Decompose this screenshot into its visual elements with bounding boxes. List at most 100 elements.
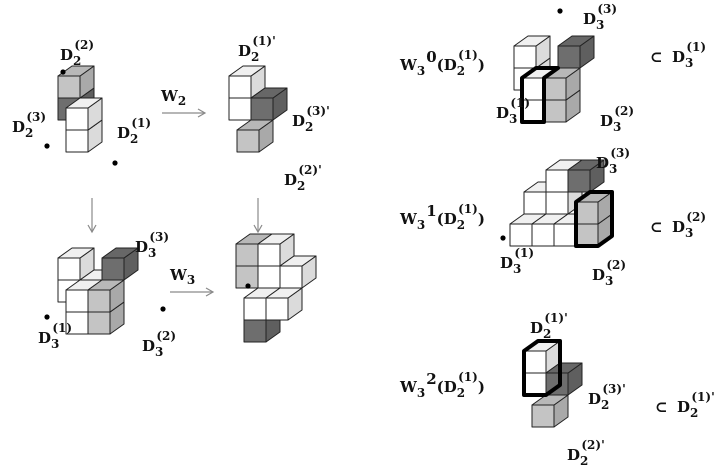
cube (575, 191, 613, 225)
cube-front-face (101, 257, 125, 281)
subset-symbol: ⊂ (650, 218, 663, 236)
cube-front-face (65, 107, 89, 131)
corner-dot (44, 314, 50, 320)
cube-top-face (87, 279, 125, 291)
label-r2_D31: D3(1) (500, 246, 534, 276)
label-tl_D23: D2(3) (12, 110, 46, 140)
subset-symbol: ⊂ (655, 398, 668, 416)
corner-dots (44, 8, 563, 320)
cube (265, 287, 303, 321)
cube-front-face (513, 45, 537, 69)
cube-front-face (228, 75, 252, 99)
cube-top-face (531, 394, 569, 406)
relation-1: W30(D2(1))⊂D3(1) (399, 40, 706, 78)
cube (250, 87, 288, 121)
cube-top-face (250, 87, 288, 99)
subset-symbol: ⊂ (650, 48, 663, 66)
cube (65, 97, 103, 131)
map-label-w2: W2 (160, 87, 186, 108)
cube-figures (57, 35, 613, 428)
cube (57, 65, 95, 99)
cube-front-face (531, 223, 555, 247)
inclusion-relations: W30(D2(1))⊂D3(1)W31(D2(1))⊂D3(2)W32(D2(1… (399, 40, 715, 420)
label-r2_D32: D3(2) (592, 258, 626, 288)
cube (279, 255, 317, 289)
relation-rhs: D2(1)' (677, 390, 715, 420)
cube-top-face (101, 247, 139, 259)
cube-front-face (531, 404, 555, 428)
cube-front-face (575, 201, 599, 225)
cube (101, 247, 139, 281)
cube-front-face (87, 311, 111, 335)
relation-3: W32(D2(1))⊂D2(1)' (399, 370, 715, 420)
corner-dot (112, 160, 118, 166)
cube-top-face (236, 119, 274, 131)
cube (545, 362, 583, 396)
cube (531, 394, 569, 428)
figure-bottom-left (57, 247, 139, 335)
label-r1_D32: D3(2) (600, 104, 634, 134)
cube-front-face (57, 257, 81, 281)
label-r1_D31: D3(1) (496, 96, 530, 126)
label-r1_D33: D3(3) (583, 2, 617, 32)
cube (87, 279, 125, 313)
cube-front-face (575, 223, 599, 247)
cube-top-face (513, 35, 551, 47)
figure-right-3 (523, 340, 583, 428)
cube-top-face (557, 35, 595, 47)
cube-front-face (243, 319, 267, 343)
relation-rhs: D3(2) (672, 210, 706, 240)
cube-front-face (265, 297, 289, 321)
highlight-outlines (520, 66, 614, 397)
cube-front-face (545, 169, 569, 193)
cube-front-face (236, 129, 260, 153)
cube-front-face (65, 289, 89, 313)
corner-dot (500, 235, 506, 241)
cube-front-face (235, 243, 259, 267)
label-bl_D32: D3(2) (142, 329, 176, 359)
corner-dot (44, 143, 50, 149)
relation-rhs: D3(1) (672, 40, 706, 70)
highlight-box-1 (520, 66, 560, 124)
label-tm_D21p: D2(1)' (238, 34, 276, 64)
cube-front-face (228, 97, 252, 121)
cube-front-face (279, 265, 303, 289)
figure-bottom-middle (235, 233, 317, 343)
label-bl_D33: D3(3) (135, 230, 169, 260)
cube (57, 247, 95, 281)
cube-front-face (509, 223, 533, 247)
label-r3_D23p: D2(3)' (588, 382, 626, 412)
label-r3_D21p: D2(1)' (530, 311, 568, 341)
cube-front-face (523, 372, 547, 396)
cube-top-face (279, 255, 317, 267)
cube-top-face (65, 97, 103, 109)
cube (513, 35, 551, 69)
label-tm_D23p: D2(3)' (292, 104, 330, 134)
cube-top-face (57, 247, 95, 259)
cube-front-face (545, 191, 569, 215)
region-labels: D2(2)D2(3)D2(1)D2(1)'D2(3)'D2(2)'D3(3)D3… (12, 2, 634, 468)
cube-front-face (523, 350, 547, 374)
figure-top-left (57, 65, 103, 153)
cube-top-face (228, 65, 266, 77)
figure-top-middle (228, 65, 288, 153)
cube-front-face (543, 77, 567, 101)
relation-2: W31(D2(1))⊂D3(2) (399, 202, 706, 240)
corner-dot (245, 283, 251, 289)
cube-front-face (243, 297, 267, 321)
cube-top-face (265, 287, 303, 299)
label-r2_D33: D3(3) (596, 146, 630, 176)
cube (567, 159, 605, 193)
corner-dot (557, 8, 563, 14)
cube-front-face (87, 289, 111, 313)
highlight-box-2 (574, 190, 614, 248)
highlight-box-3 (522, 339, 562, 397)
cube-front-face (523, 191, 547, 215)
label-tl_D21: D2(1) (117, 116, 151, 146)
map-label-w3: W3 (169, 266, 195, 287)
cube (236, 119, 274, 153)
label-r3_D22p: D2(2)' (567, 438, 605, 468)
cube-front-face (257, 243, 281, 267)
cube-front-face (250, 97, 274, 121)
